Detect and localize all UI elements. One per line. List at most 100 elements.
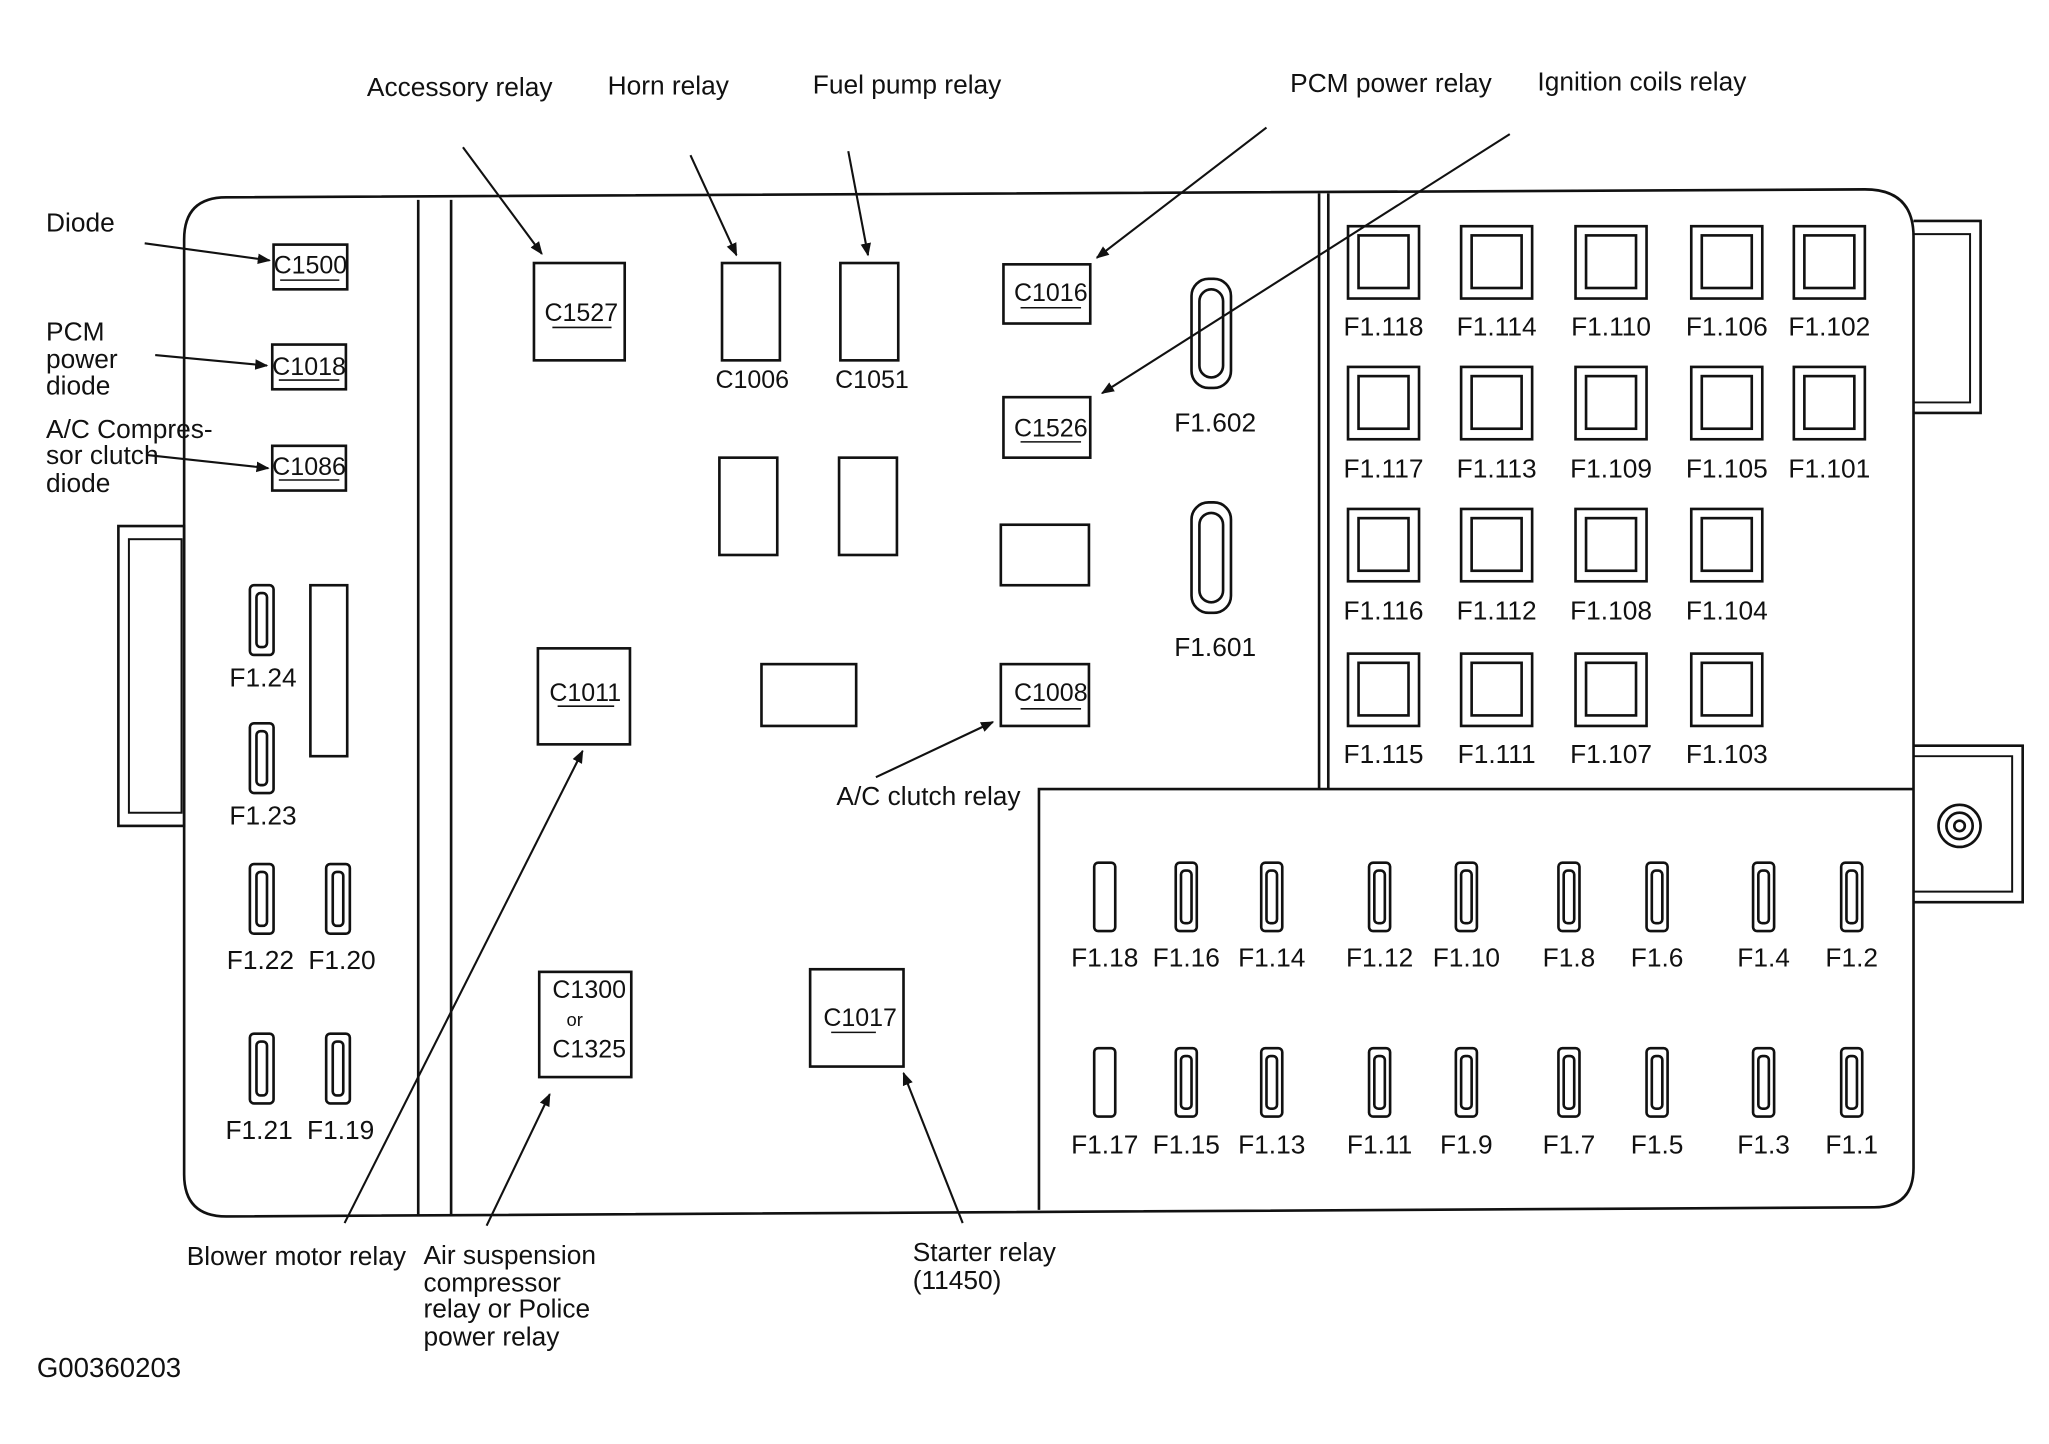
label-ac-diode-3: diode — [46, 468, 110, 498]
mini-fuse-label: F1.4 — [1737, 943, 1790, 973]
mini-fuse-label: F1.1 — [1825, 1129, 1878, 1159]
code-c1086: C1086 — [272, 453, 346, 481]
maxi-fuse-label: F1.118 — [1344, 311, 1424, 341]
mini-fuse-top: F1.4 — [1737, 861, 1790, 973]
mini-fuse-label: F1.11 — [1347, 1129, 1412, 1159]
maxi-fuse-label: F1.106 — [1686, 311, 1768, 341]
label-f1-601: F1.601 — [1174, 632, 1256, 662]
maxi-fuse: F1.114 — [1457, 224, 1537, 341]
label-starter-relay-1: Starter relay — [913, 1237, 1057, 1267]
maxi-fuse: F1.104 — [1686, 507, 1768, 625]
label-f1-19: F1.19 — [307, 1115, 374, 1145]
relay-c1527 — [532, 261, 627, 362]
label-air-susp-1: Air suspension — [423, 1240, 595, 1270]
code-c1017: C1017 — [823, 1004, 897, 1032]
maxi-fuse-label: F1.108 — [1570, 595, 1652, 625]
maxi-fuse-label: F1.104 — [1686, 595, 1768, 625]
mini-fuse-label: F1.2 — [1825, 943, 1878, 973]
maxi-fuse: F1.111 — [1458, 652, 1536, 769]
label-pcm-diode-1: PCM — [46, 317, 104, 347]
c1018-diode — [270, 343, 348, 391]
mini-fuse-label: F1.15 — [1153, 1129, 1220, 1159]
relay-c1526 — [1002, 395, 1092, 459]
code-c1008: C1008 — [1014, 679, 1088, 707]
right-tab-bolt — [1913, 744, 2024, 904]
maxi-fuse-label: F1.103 — [1686, 739, 1768, 769]
maxi-fuse: F1.107 — [1570, 652, 1652, 769]
label-fuel-pump-relay: Fuel pump relay — [813, 69, 1002, 99]
callout-labels: Diode PCM power diode A/C Compres- sor c… — [37, 67, 1747, 1383]
mini-fuse-label: F1.16 — [1153, 943, 1220, 973]
relay-c1011 — [536, 647, 632, 746]
maxi-fuse-label: F1.115 — [1344, 739, 1424, 769]
label-f1-20: F1.20 — [308, 945, 375, 975]
code-c1300: C1300 — [552, 976, 626, 1004]
mini-fuse-bottom: F1.3 — [1737, 1046, 1790, 1159]
code-c1500: C1500 — [274, 252, 348, 280]
label-f1-22: F1.22 — [227, 945, 294, 975]
maxi-fuse-label: F1.117 — [1344, 453, 1424, 483]
mini-fuse-label: F1.13 — [1238, 1129, 1305, 1159]
code-underlines — [278, 279, 1082, 1034]
maxi-fuse-label: F1.101 — [1788, 453, 1870, 483]
label-f1-21: F1.21 — [225, 1115, 292, 1145]
maxi-fuse: F1.108 — [1570, 507, 1652, 625]
relay-blank-4 — [999, 523, 1091, 587]
mini-fuse-top: F1.16 — [1153, 861, 1220, 973]
mini-fuse-bottom: F1.15 — [1153, 1046, 1220, 1159]
maxi-fuse: F1.118 — [1344, 224, 1424, 341]
maxi-fuse: F1.102 — [1788, 224, 1870, 341]
maxi-fuse: F1.112 — [1457, 507, 1537, 625]
mini-fuse-top: F1.12 — [1346, 861, 1413, 973]
mini-fuse-label: F1.12 — [1346, 943, 1413, 973]
maxi-fuse: F1.101 — [1788, 365, 1870, 483]
code-c1016: C1016 — [1014, 279, 1088, 307]
mini-fuse-bottom: F1.1 — [1825, 1046, 1878, 1159]
mini-fuse-bottom: F1.17 — [1071, 1046, 1138, 1159]
relay-blank-1 — [718, 456, 779, 557]
code-c1051: C1051 — [835, 366, 909, 394]
housing-outline — [182, 188, 1915, 1218]
maxi-fuse-label: F1.113 — [1457, 453, 1537, 483]
mini-fuse-top: F1.6 — [1631, 861, 1684, 973]
label-ac-diode-1: A/C Compres- — [46, 414, 213, 444]
label-f1-23: F1.23 — [229, 801, 296, 831]
maxi-fuse: F1.103 — [1686, 652, 1768, 769]
c1086-diode — [270, 444, 348, 492]
fuse-f1-601 — [1190, 501, 1233, 615]
mini-fuse-bottom: F1.7 — [1543, 1046, 1596, 1159]
relay-c1008 — [999, 662, 1091, 728]
mini-fuse-top: F1.18 — [1071, 861, 1138, 973]
mini-fuse-label: F1.17 — [1071, 1129, 1138, 1159]
label-ac-diode-2: sor clutch — [46, 440, 159, 470]
relay-blank-3 — [760, 662, 858, 728]
left-tab — [117, 524, 186, 828]
maxi-fuse: F1.117 — [1344, 365, 1424, 483]
c1500-diode — [272, 243, 349, 291]
maxi-fuse: F1.105 — [1686, 365, 1768, 483]
label-f1-24: F1.24 — [229, 662, 296, 692]
fuse-f1-24 — [248, 583, 275, 657]
mini-fuse-bottom: F1.9 — [1440, 1046, 1493, 1159]
maxi-fuse-label: F1.102 — [1788, 311, 1870, 341]
relay-c1051 — [839, 261, 900, 362]
label-pcm-diode-2: power — [46, 344, 118, 374]
maxi-fuse: F1.109 — [1570, 365, 1652, 483]
maxi-fuse: F1.115 — [1344, 652, 1424, 769]
code-c1018: C1018 — [272, 353, 346, 381]
code-or: or — [567, 1009, 583, 1030]
label-horn-relay: Horn relay — [608, 71, 730, 101]
mini-fuse-top: F1.8 — [1543, 861, 1595, 973]
mini-fuse-label: F1.7 — [1543, 1129, 1596, 1159]
label-air-susp-4: power relay — [423, 1321, 560, 1351]
mini-fuse-label: F1.14 — [1238, 943, 1305, 973]
mini-fuse-label: F1.6 — [1631, 943, 1684, 973]
mini-fuse-top: F1.10 — [1433, 861, 1500, 973]
relay-c1006 — [720, 261, 782, 362]
leader-lines — [144, 126, 1511, 1227]
maxi-fuse-label: F1.107 — [1570, 739, 1652, 769]
code-c1325: C1325 — [552, 1035, 626, 1063]
